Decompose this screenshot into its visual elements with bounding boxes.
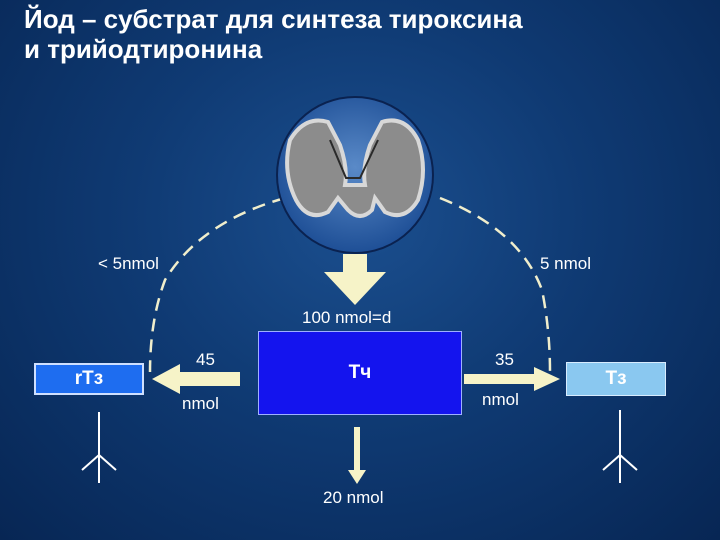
- secretion-label: 100 nmol=d: [302, 308, 392, 327]
- t3-value-label: 35: [495, 350, 514, 369]
- secretion-arrow: [324, 254, 386, 305]
- rt3-value-label: 45: [196, 350, 215, 369]
- right-uptake-label: 5 nmol: [540, 254, 592, 273]
- arrow-to-t3: [464, 367, 560, 391]
- arrow-to-rt3: [152, 364, 240, 394]
- rt3-box: rТз: [34, 363, 144, 395]
- rt3-unit-label: nmol: [182, 394, 219, 413]
- excretion-arrow: [348, 470, 366, 484]
- slide-title: Йод – субстрат для синтеза тироксина и т…: [24, 4, 523, 64]
- left-uptake-label: < 5nmol: [98, 254, 159, 273]
- thyroid-gland-icon: [276, 96, 434, 254]
- receptor-right-icon: [602, 410, 638, 483]
- title-line-2: и трийодтиронина: [24, 34, 263, 64]
- t4-box: Тч: [258, 331, 462, 415]
- t3-box: Тз: [566, 362, 666, 396]
- dashed-path-right: [439, 196, 552, 373]
- title-line-1: Йод – субстрат для синтеза тироксина: [24, 4, 523, 34]
- t3-unit-label: nmol: [482, 390, 519, 409]
- excretion-label: 20 nmol: [323, 488, 384, 507]
- receptor-left-icon: [81, 412, 117, 483]
- dashed-path-left: [148, 196, 286, 373]
